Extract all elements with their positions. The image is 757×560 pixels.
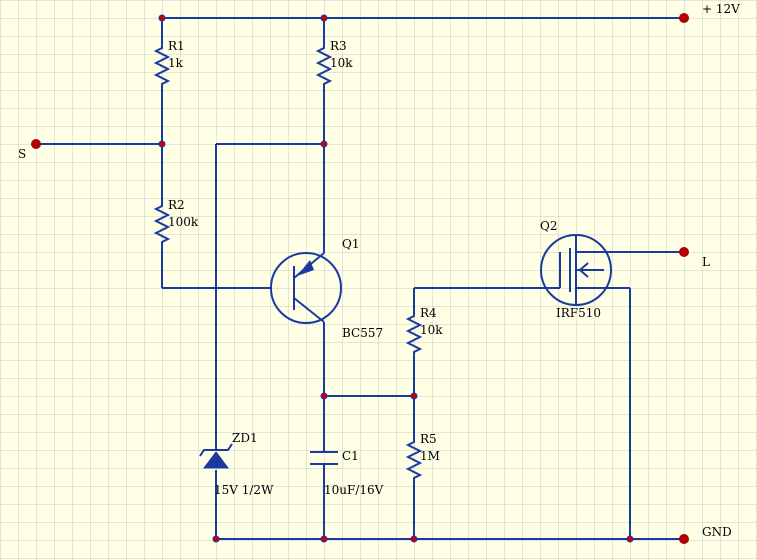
supply-label: + 12V — [702, 2, 740, 16]
r3-value-label: 10k — [330, 56, 353, 70]
junction-dot — [320, 535, 328, 543]
ground-terminal[interactable] — [679, 534, 689, 544]
c1-ref-label: C1 — [342, 449, 359, 463]
c1-capacitor — [310, 451, 338, 465]
r5-ref-label: R5 — [420, 432, 437, 446]
q1-transistor — [270, 252, 342, 324]
junction-dot — [320, 14, 328, 22]
q1-emitter-arrow — [297, 260, 314, 276]
junction-dot — [320, 392, 328, 400]
r1-resistor — [153, 36, 171, 92]
r1-value-label: 1k — [168, 56, 184, 70]
r2-value-label: 100k — [168, 215, 199, 229]
labels: + 12V S L GND R1 1k R2 100k R3 10k R4 10… — [18, 2, 740, 539]
r2-ref-label: R2 — [168, 198, 185, 212]
r5-resistor — [405, 430, 423, 486]
signal-label: S — [18, 147, 26, 161]
r3-ref-label: R3 — [330, 39, 347, 53]
ground-label: GND — [702, 525, 732, 539]
junction-dot — [158, 14, 166, 22]
junctions — [158, 14, 634, 543]
q2-value-label: IRF510 — [556, 306, 601, 320]
q2-mosfet — [540, 234, 612, 306]
r4-resistor — [405, 304, 423, 360]
terminals — [31, 13, 689, 544]
junction-dot — [626, 535, 634, 543]
junction-dot — [212, 535, 220, 543]
r4-value-label: 10k — [420, 323, 443, 337]
supply-terminal[interactable] — [679, 13, 689, 23]
junction-dot — [158, 140, 166, 148]
load-label: L — [702, 255, 710, 269]
zd1-zener-diode — [199, 443, 233, 469]
r1-ref-label: R1 — [168, 39, 185, 53]
r2-resistor — [153, 196, 171, 254]
wires — [36, 17, 684, 540]
q2-ref-label: Q2 — [540, 219, 557, 233]
c1-value-label: 10uF/16V — [324, 483, 384, 497]
q1-ref-label: Q1 — [342, 237, 359, 251]
r4-ref-label: R4 — [420, 306, 437, 320]
r3-resistor — [315, 36, 333, 92]
junction-dot — [320, 140, 328, 148]
zd1-value-label: 15V 1/2W — [214, 483, 274, 497]
r5-value-label: 1M — [420, 449, 440, 463]
q1-value-label: BC557 — [342, 326, 383, 340]
junction-dot — [410, 535, 418, 543]
junction-dot — [410, 392, 418, 400]
signal-terminal[interactable] — [31, 139, 41, 149]
zd1-ref-label: ZD1 — [232, 431, 258, 445]
load-terminal[interactable] — [679, 247, 689, 257]
